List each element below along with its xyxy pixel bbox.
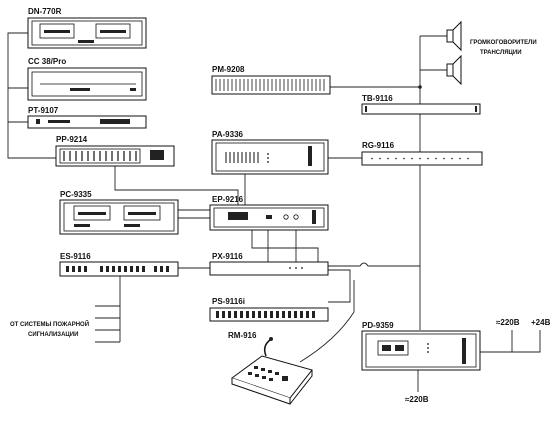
speakers-label-line1: ГРОМКОГОВОРИТЕЛИ — [470, 40, 537, 46]
cc38-label: CC 38/Pro — [28, 57, 66, 66]
ps9116i-unit — [209, 307, 329, 322]
ep9216-label: EP-9216 — [212, 195, 244, 204]
speaker-bottom-icon — [446, 54, 462, 86]
speakers-label-line2: ТРАНСЛЯЦИИ — [480, 50, 522, 56]
speaker-top-icon — [446, 20, 462, 52]
pp9214-unit — [55, 145, 175, 167]
rg9116-unit — [361, 151, 483, 166]
cc38-unit — [27, 67, 147, 101]
es9116-unit — [59, 261, 179, 277]
ps9116i-label: PS-9116i — [212, 297, 245, 306]
pm9208-unit — [211, 75, 331, 95]
px9116-unit — [209, 261, 329, 276]
tb9116-label: TB-9116 — [362, 94, 393, 103]
pd9359-unit — [361, 330, 481, 371]
power-220v-top-label: ≈220В — [496, 318, 520, 327]
dn770r-unit — [27, 17, 147, 49]
power-24v-label: +24В — [531, 318, 551, 327]
rm916-unit — [230, 337, 313, 405]
tb9116-unit — [361, 103, 481, 115]
px9116-label: PX-9116 — [212, 252, 243, 261]
ep9216-unit — [209, 204, 329, 231]
rm916-label: RM-916 — [228, 331, 257, 340]
pm9208-label: PM-9208 — [212, 65, 245, 74]
pc9335-unit — [59, 199, 179, 235]
pd9359-label: PD-9359 — [362, 321, 394, 330]
dn770r-label: DN-770R — [28, 7, 62, 16]
power-220v-bottom-label: ≈220В — [405, 395, 429, 404]
pt9107-label: PT-9107 — [28, 106, 59, 115]
pa9336-unit — [211, 139, 329, 175]
pc9335-label: PC-9335 — [60, 190, 92, 199]
fire-alarm-label-line1: ОТ СИСТЕМЫ ПОЖАРНОЙ — [10, 320, 89, 328]
fire-alarm-label-line2: СИГНАЛИЗАЦИИ — [28, 332, 78, 338]
es9116-label: ES-9116 — [60, 252, 91, 261]
rg9116-label: RG-9116 — [362, 141, 395, 150]
wiring — [7, 32, 541, 392]
pt9107-unit — [27, 115, 147, 129]
pp9214-label: PP-9214 — [56, 135, 88, 144]
pa9336-label: PA-9336 — [212, 130, 244, 139]
